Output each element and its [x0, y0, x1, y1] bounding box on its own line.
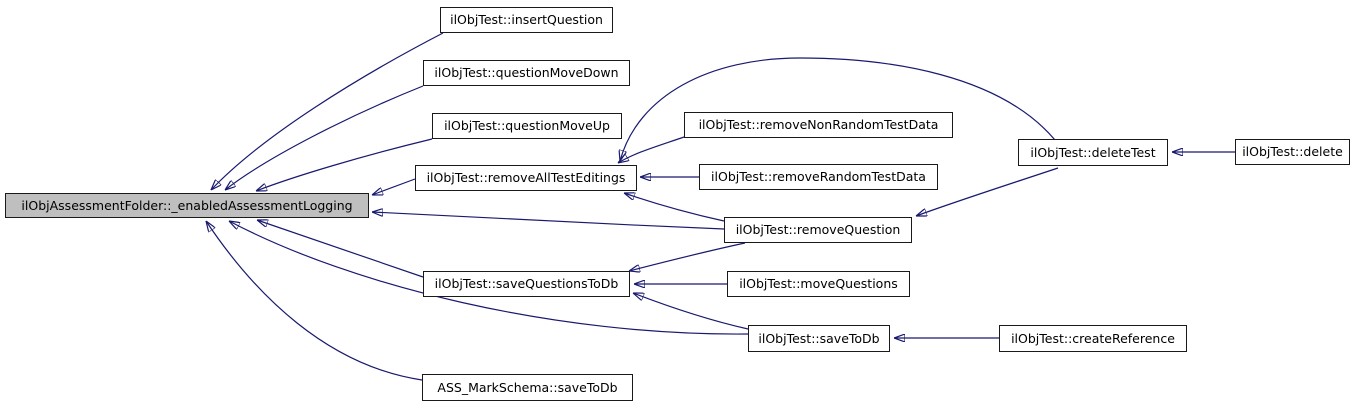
node-ilobjtest-savetodb[interactable]: ilObjTest::saveToDb [748, 325, 890, 352]
edge-deletetest-to-removequestion [916, 167, 1059, 216]
edge-markschemasavetodb-to-main [206, 221, 423, 381]
edge-questionmovedown-to-main [225, 85, 424, 190]
node-ilobjtest-createreference[interactable]: ilObjTest::createReference [999, 325, 1187, 352]
node-ilobjtest-movequestions[interactable]: ilObjTest::moveQuestions [727, 271, 910, 297]
edge-deletetest-to-removealltesteditings [620, 57, 1056, 161]
edge-removequestion-to-savequestionstodb [629, 242, 746, 271]
node-ilobjtest-removenonrandomtestdata[interactable]: ilObjTest::removeNonRandomTestData [684, 112, 953, 138]
edge-savetodb-to-main [229, 221, 749, 335]
node-ilobjtest-savequestionstodb[interactable]: ilObjTest::saveQuestionsToDb [423, 271, 630, 297]
node-ilobjtest-insertquestion[interactable]: ilObjTest::insertQuestion [440, 7, 613, 33]
node-ilobjtest-deletetest[interactable]: ilObjTest::deleteTest [1018, 139, 1168, 166]
edge-savetodb-to-savequestionstodb [633, 293, 749, 330]
node-ilobjtest-delete[interactable]: ilObjTest::delete [1235, 139, 1350, 165]
node-ilobjtest-removealltesteditings[interactable]: ilObjTest::removeAllTestEditings [415, 165, 637, 191]
edge-questionmoveup-to-main [256, 138, 433, 191]
edge-insertquestion-to-main [211, 32, 444, 190]
edge-savequestionstodb-to-main [257, 220, 424, 278]
node-ilobjtest-questionmovedown[interactable]: ilObjTest::questionMoveDown [423, 60, 630, 86]
edge-removequestion-to-main [372, 212, 725, 230]
node-assmarkschema-savetodb[interactable]: ASS_MarkSchema::saveToDb [422, 374, 633, 401]
edge-removequestion-to-removealltesteditings [624, 193, 725, 222]
node-ilobjtest-removequestion[interactable]: ilObjTest::removeQuestion [724, 217, 912, 243]
node-ilobjassessmentfolder-enabledassessmentlogging: ilObjAssessmentFolder::_enabledAssessmen… [5, 193, 369, 218]
edge-removealltesteditings-to-main [372, 178, 416, 195]
node-ilobjtest-questionmoveup[interactable]: ilObjTest::questionMoveUp [432, 113, 622, 139]
node-ilobjtest-removerandomtestdata[interactable]: ilObjTest::removeRandomTestData [699, 164, 938, 190]
